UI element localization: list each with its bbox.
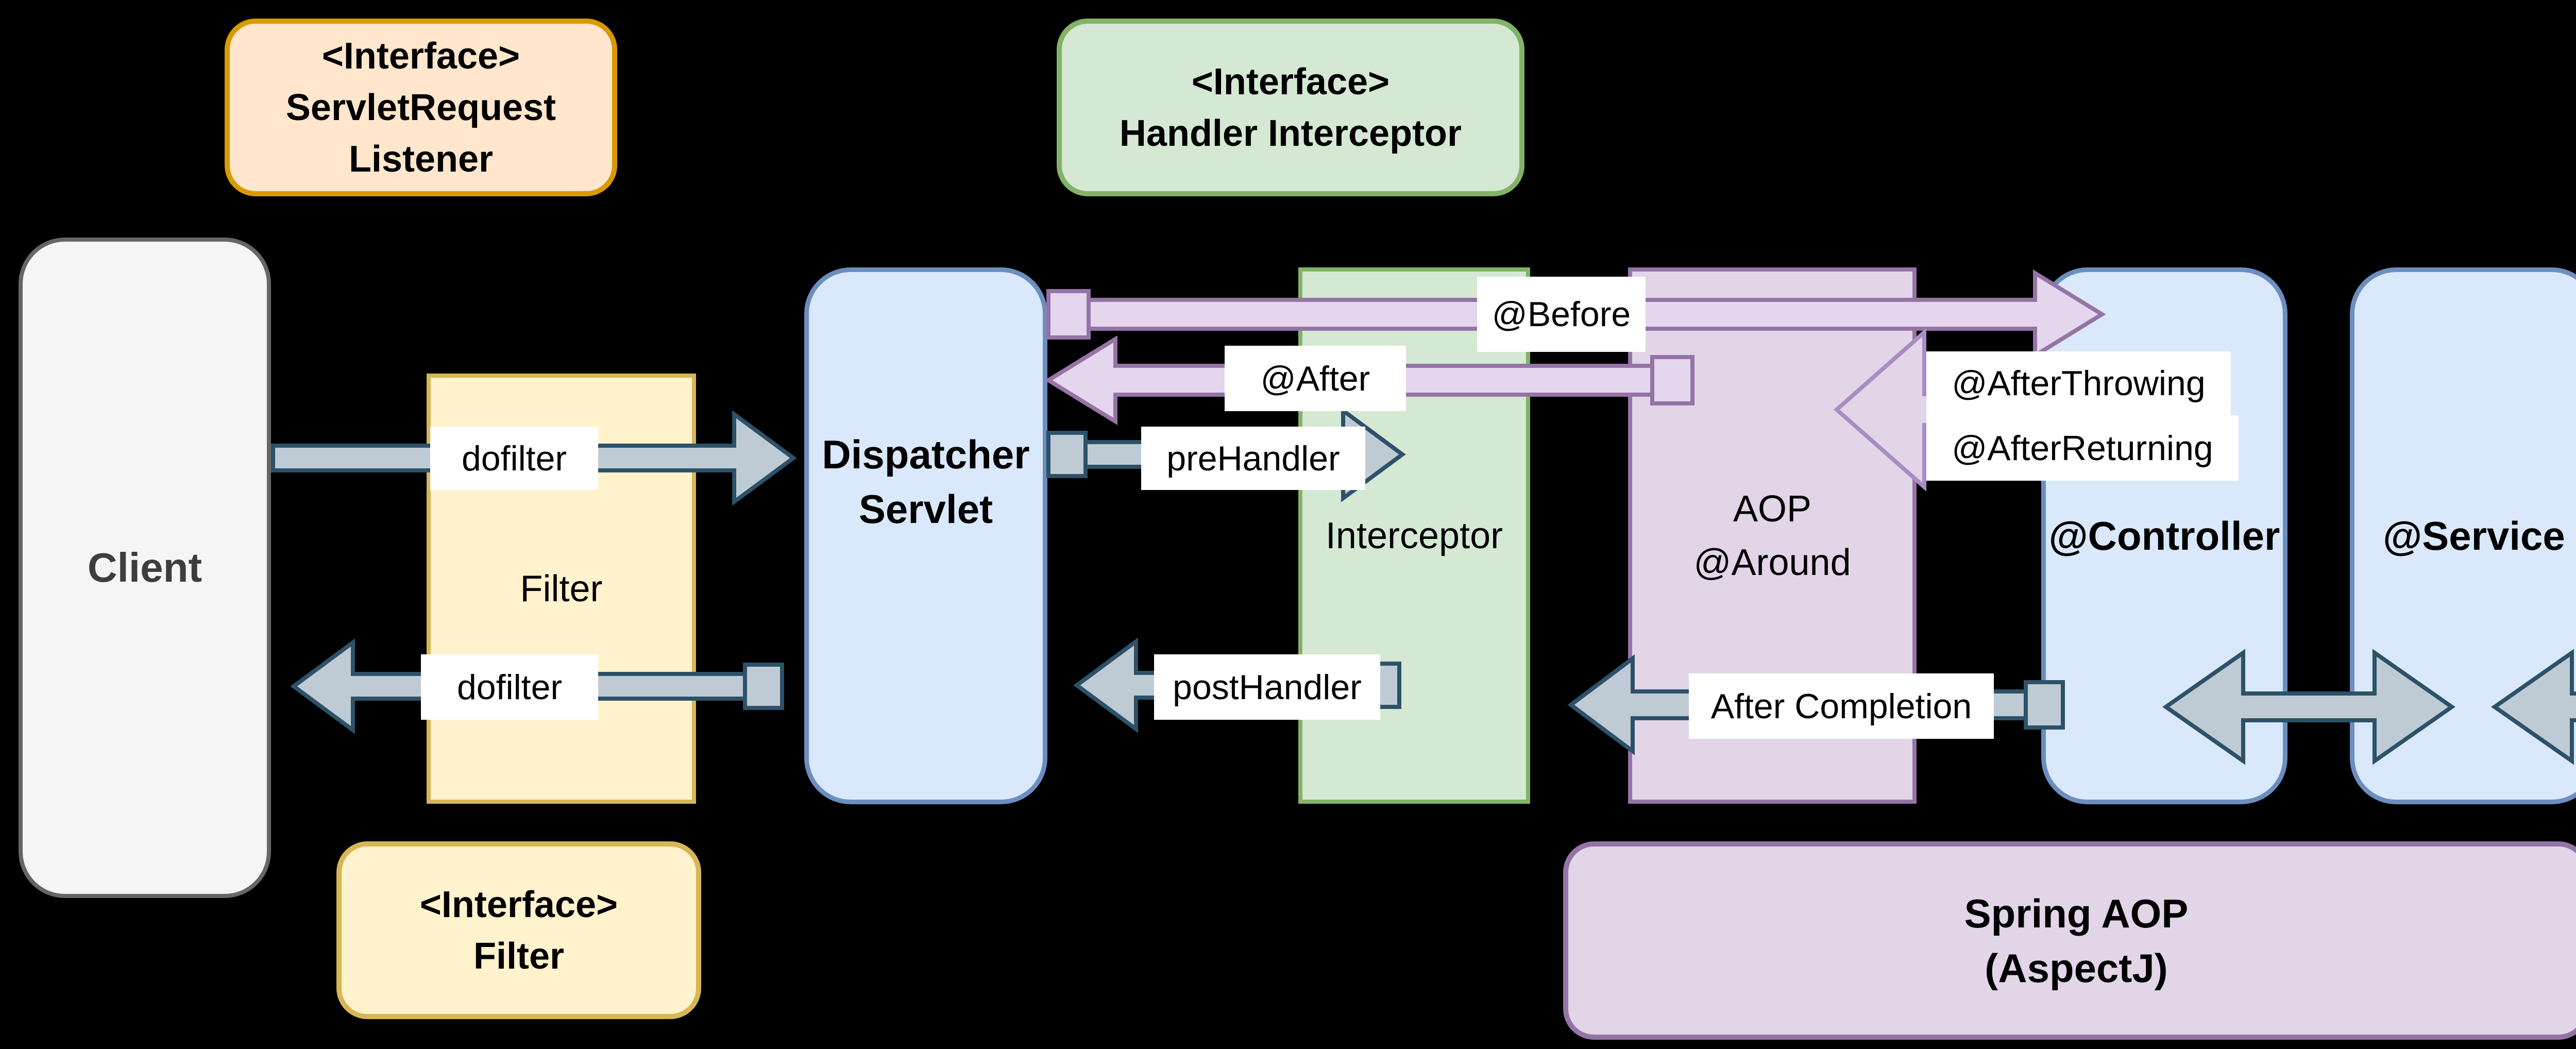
handler-interceptor-interface-box: <Interface> Handler Interceptor bbox=[1057, 19, 1524, 196]
after-completion-label: After Completion bbox=[1689, 673, 1994, 739]
dofilter-response-label: dofilter bbox=[421, 654, 598, 720]
spring-aop-box: Spring AOP (AspectJ) bbox=[1563, 841, 2576, 1040]
after-throwing-label: @AfterThrowing bbox=[1926, 351, 2231, 415]
aop-label-line1: AOP bbox=[1733, 488, 1812, 530]
service-repository-double-arrow bbox=[2491, 649, 2576, 765]
service-label: @Service bbox=[2383, 513, 2565, 559]
dispatcher-label-line2: Servlet bbox=[858, 486, 993, 532]
interceptor-column-label: Interceptor bbox=[1325, 515, 1503, 556]
pre-handler-arrow-tab bbox=[1046, 431, 1088, 478]
dispatcher-label-line1: Dispatcher bbox=[822, 432, 1030, 477]
controller-label: @Controller bbox=[2048, 513, 2280, 559]
dispatcher-servlet-box: Dispatcher Servlet bbox=[804, 267, 1047, 804]
interface-name: Filter bbox=[473, 935, 565, 977]
client-label: Client bbox=[87, 545, 202, 590]
spring-aop-label-line2: (AspectJ) bbox=[1985, 945, 2168, 991]
dofilter-request-label: dofilter bbox=[430, 427, 598, 490]
interface-stereotype: <Interface> bbox=[1191, 61, 1390, 103]
after-completion-arrow-tab bbox=[2024, 680, 2065, 730]
interface-name: Handler Interceptor bbox=[1119, 112, 1462, 154]
interface-name: ServletRequest bbox=[285, 87, 556, 128]
post-handler-label: postHandler bbox=[1154, 654, 1380, 720]
controller-service-double-arrow bbox=[2162, 649, 2455, 765]
pre-handler-label: preHandler bbox=[1141, 427, 1365, 490]
before-arrow-tab bbox=[1046, 289, 1091, 340]
aop-label-line2: @Around bbox=[1693, 542, 1851, 583]
servlet-request-listener-interface-box: <Interface> ServletRequest Listener bbox=[225, 19, 617, 196]
interface-name-2: Listener bbox=[348, 138, 494, 180]
after-label: @After bbox=[1225, 346, 1406, 411]
dofilter-response-arrow-tab bbox=[743, 663, 784, 710]
before-label: @Before bbox=[1477, 277, 1646, 352]
spring-aop-label-line1: Spring AOP bbox=[1964, 890, 2189, 936]
interface-stereotype: <Interface> bbox=[321, 35, 520, 77]
after-returning-label: @AfterReturning bbox=[1926, 415, 2239, 481]
client-box: Client bbox=[19, 238, 271, 898]
after-arrow-tab bbox=[1650, 355, 1694, 405]
filter-interface-box: <Interface> Filter bbox=[336, 841, 701, 1019]
filter-column-label: Filter bbox=[520, 568, 603, 610]
interface-stereotype: <Interface> bbox=[419, 884, 618, 925]
